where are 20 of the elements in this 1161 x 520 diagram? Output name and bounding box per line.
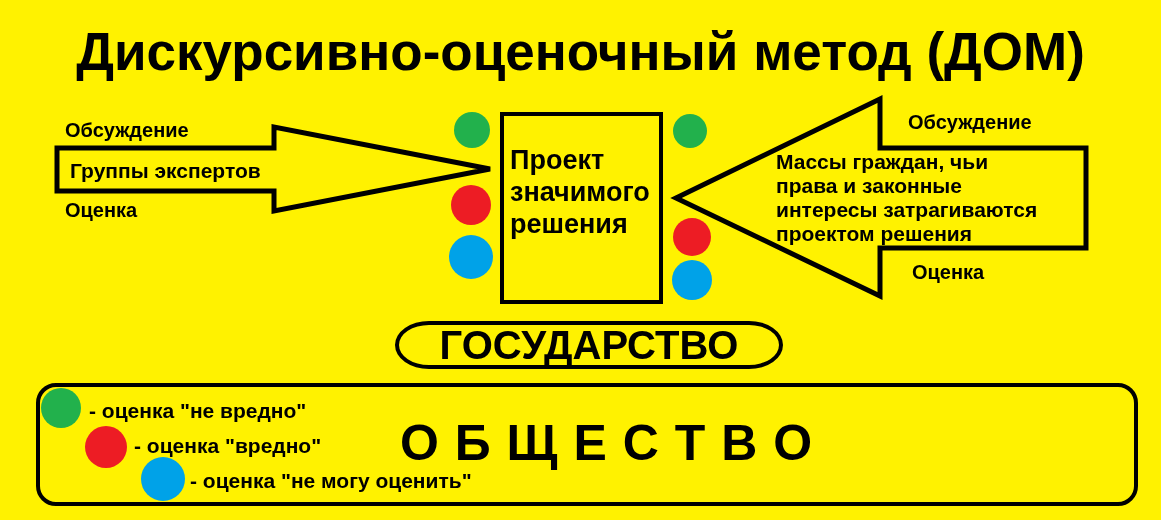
arrow-label: Массы граждан, чьи права и законные интересы затрагиваются проектом решения — [776, 150, 1039, 246]
rating-dot-icon — [672, 260, 712, 300]
rating-dot-icon — [673, 114, 707, 148]
rating-dot-icon — [454, 112, 490, 148]
process-box — [500, 112, 663, 304]
legend-label: - оценка "не вредно" — [89, 398, 307, 423]
title: Дискурсивно-оценочный метод (ДОМ) — [76, 21, 1085, 83]
rating-dot-icon — [673, 218, 711, 256]
box-label: Проект значимого решения — [510, 144, 651, 240]
rating-dot-icon — [449, 235, 493, 279]
frame-label: ГОСУДАРСТВО — [439, 325, 739, 365]
arrow-caption: Оценка — [912, 260, 985, 284]
arrow-label: Группы экспертов — [70, 158, 261, 183]
rounded-panel — [36, 383, 1138, 506]
arrow-caption: Обсуждение — [908, 110, 1032, 134]
legend-label: - оценка "вредно" — [134, 433, 322, 458]
arrow-caption: Обсуждение — [65, 118, 189, 142]
rating-dot-icon — [451, 185, 491, 225]
rounded-frame — [395, 321, 783, 369]
arrow-caption: Оценка — [65, 198, 138, 222]
